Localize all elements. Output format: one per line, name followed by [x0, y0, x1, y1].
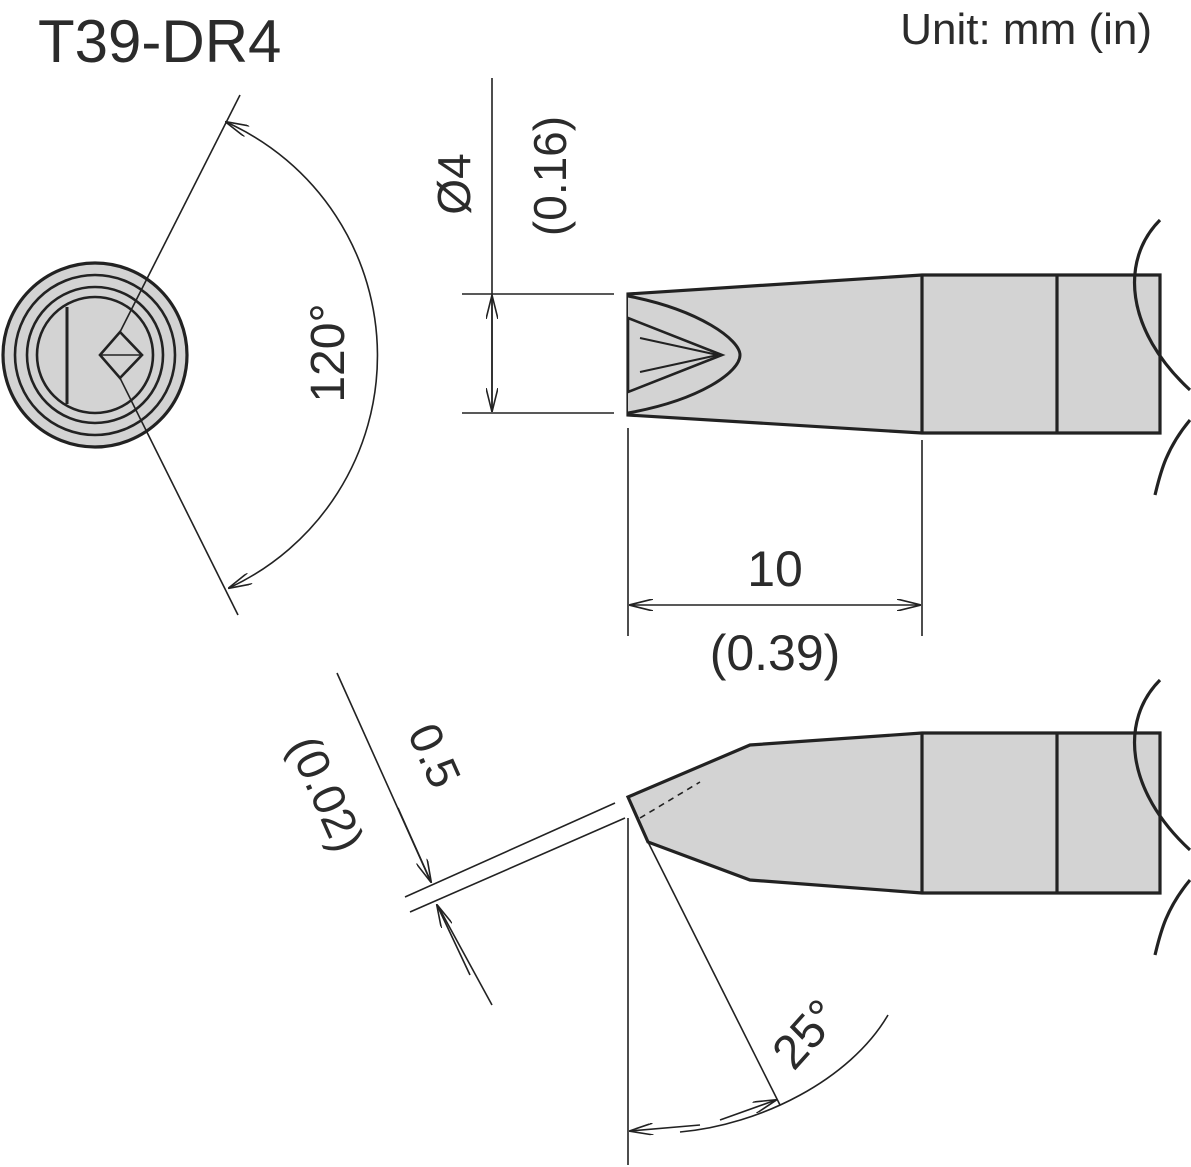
thickness-in-label: (0.02)	[278, 728, 374, 859]
length-dimension	[627, 428, 923, 636]
angle-25-dimension	[627, 818, 889, 1165]
angle-25-label: 25°	[763, 990, 851, 1079]
thickness-mm-label: 0.5	[398, 716, 472, 796]
unit-note: Unit: mm (in)	[900, 5, 1152, 54]
diameter-in-label: (0.16)	[524, 116, 576, 236]
length-mm-label: 10	[747, 541, 803, 597]
angle-120-label: 120°	[302, 303, 355, 402]
top-view	[626, 218, 1191, 496]
drawing-title: T39-DR4	[38, 8, 281, 75]
front-view	[1, 94, 379, 616]
thickness-dimension	[336, 672, 626, 1006]
side-view	[625, 678, 1191, 956]
diameter-mm-label: Ø4	[428, 153, 480, 214]
diameter-dimension	[462, 78, 614, 414]
length-in-label: (0.39)	[710, 625, 841, 681]
